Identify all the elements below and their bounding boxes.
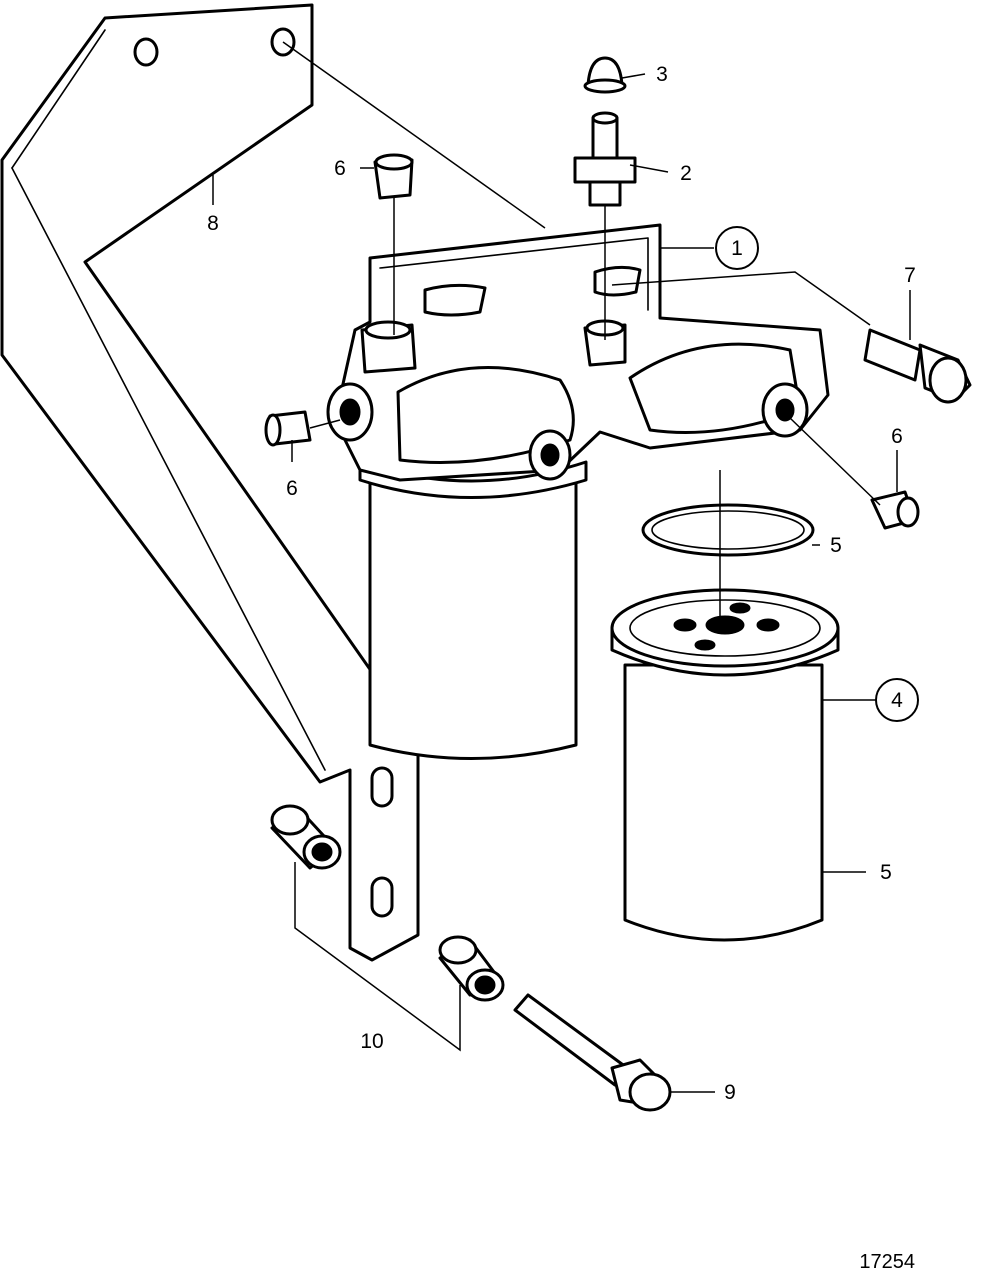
housing-port-top-left	[364, 320, 412, 340]
callout-label-6-top: 6	[334, 157, 346, 180]
banjo-bolt	[863, 328, 972, 404]
bracket-slot-lower	[370, 876, 394, 918]
sealing-ring	[641, 503, 815, 557]
callout-label-6-left: 6	[286, 477, 298, 500]
callout-circle-1	[715, 226, 759, 270]
bracket-slot-upper	[370, 766, 394, 808]
filter-cartridge	[610, 588, 840, 942]
callout-label-1: 1	[731, 237, 743, 260]
callout-label-10: 10	[360, 1030, 383, 1053]
plug-right	[870, 490, 920, 530]
flange-bolt	[513, 993, 672, 1112]
callout-label-6-right: 6	[891, 425, 903, 448]
filter-head-housing	[326, 223, 830, 482]
plug-left	[264, 410, 312, 447]
callout-label-8: 8	[207, 212, 219, 235]
plug-top	[373, 153, 414, 200]
callout-label-7: 7	[904, 264, 916, 287]
mounting-bracket	[0, 3, 420, 962]
figure-number: 17254	[859, 1251, 915, 1273]
callout-circle-4	[875, 678, 919, 722]
hose-nipple	[573, 111, 637, 207]
callout-label-4: 4	[891, 689, 903, 712]
filter-canister-left	[358, 460, 588, 760]
spacer-sleeve-upper	[270, 804, 342, 870]
protective-cap	[583, 56, 627, 94]
bracket-hole-left	[133, 37, 159, 67]
callout-label-3: 3	[656, 63, 668, 86]
callout-label-5-cartridge: 5	[880, 861, 892, 884]
spacer-sleeve-lower	[438, 935, 505, 1002]
callout-label-5-ring: 5	[830, 534, 842, 557]
callout-label-2: 2	[680, 162, 692, 185]
callout-label-9: 9	[724, 1081, 736, 1104]
leader-lines	[212, 41, 911, 1093]
